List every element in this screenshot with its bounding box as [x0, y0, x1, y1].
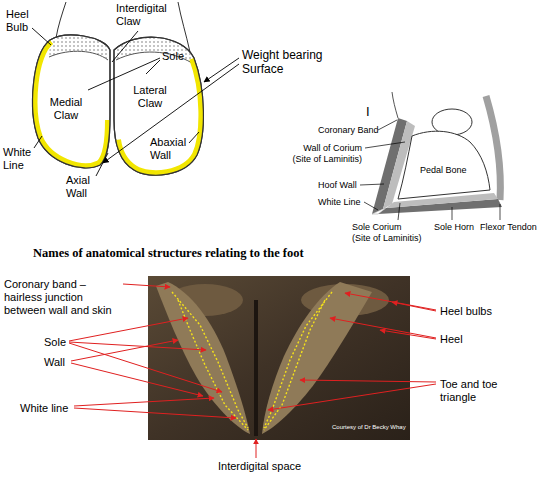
medial-claw-outline	[33, 35, 110, 168]
part-label: Sole	[44, 336, 66, 349]
region-label: Pedal Bone	[420, 165, 467, 176]
stray-mark: I	[366, 104, 370, 120]
pointer-arrow	[256, 439, 257, 458]
marking-line	[178, 300, 248, 430]
leader-line	[500, 204, 501, 220]
part-label: Sole Corium (Site of Laminitis)	[352, 222, 422, 244]
pointer-arrow	[69, 343, 222, 392]
leader-line	[365, 142, 405, 148]
leader-lines	[32, 28, 239, 176]
interdigital-gap	[254, 300, 258, 436]
leader-line	[398, 203, 400, 220]
photo-arrows	[69, 284, 436, 458]
region-label: Lateral Claw	[128, 84, 172, 110]
pointer-arrow	[330, 318, 436, 338]
pointer-arrow	[392, 302, 436, 311]
hoof-section	[372, 92, 502, 214]
pointer-arrow	[71, 340, 178, 361]
part-label: Heel	[440, 333, 463, 346]
part-label: Toe and toe triangle	[440, 378, 510, 404]
leader-line	[360, 184, 384, 185]
leader-line	[189, 132, 199, 143]
pointer-arrow	[74, 398, 214, 406]
skin-outline	[392, 92, 398, 118]
part-label: Axial Wall	[66, 174, 100, 200]
marking-line	[264, 292, 332, 428]
pointer-arrow	[123, 284, 170, 287]
part-label: Heel bulbs	[440, 305, 492, 318]
part-label: Wall	[44, 356, 65, 369]
marking-line	[264, 300, 325, 430]
part-label: Wall of Corium (Site of Laminitis)	[286, 143, 362, 165]
part-label: Sole	[162, 50, 184, 63]
leader-line	[452, 207, 453, 220]
part-label: White Line	[318, 197, 361, 208]
region-label: Medial Claw	[44, 96, 88, 122]
heel-bulb-line	[49, 51, 108, 60]
lateral-claw-outline	[114, 37, 203, 175]
medial-claw-outline	[33, 35, 110, 168]
part-label: Interdigital Claw	[116, 2, 176, 28]
pointer-arrow	[204, 58, 239, 82]
lateral-claw-outline	[114, 37, 203, 175]
claw-drawing	[33, 2, 204, 175]
part-label: Interdigital space	[218, 460, 301, 473]
claw-photo	[156, 282, 250, 434]
white-line-shape	[372, 208, 386, 214]
leader-line	[96, 153, 108, 176]
part-label: Abaxial Wall	[150, 136, 192, 162]
pointer-arrow	[69, 342, 206, 350]
part-label: Flexor Tendon	[480, 222, 537, 233]
leader-line	[378, 120, 397, 130]
pointer-arrow	[345, 293, 436, 310]
leg-outline	[56, 2, 66, 38]
weight-bearing-band	[116, 58, 203, 175]
leader-line	[34, 136, 42, 148]
part-label: Sole Horn	[434, 222, 474, 233]
heel-stipple	[49, 35, 110, 60]
pedal-bone-shape	[398, 131, 490, 199]
pointer-arrow	[103, 64, 239, 163]
marking-lines	[172, 292, 332, 430]
part-label: White line	[20, 402, 68, 415]
leader-line	[32, 28, 51, 45]
leader-line	[112, 31, 138, 62]
pointer-arrow	[71, 363, 203, 396]
part-label: Heel Bulb	[6, 8, 38, 34]
leader-lines	[360, 120, 500, 220]
leader-line	[364, 202, 378, 210]
part-label: Hoof Wall	[318, 180, 357, 191]
pointer-arrow	[300, 380, 436, 382]
callout-label: Weight bearing Surface	[242, 48, 332, 77]
pointer-arrow	[69, 318, 188, 341]
pointer-arrow	[380, 330, 436, 339]
part-label: White Line	[3, 146, 37, 172]
claw-photo	[262, 282, 372, 434]
figure-title: Names of anatomical structures relating …	[33, 246, 304, 261]
part-label: Coronary Band	[318, 125, 379, 136]
pointer-arrow	[268, 384, 436, 410]
part-label: Coronary band – hairless junction betwee…	[4, 278, 116, 318]
leader-line	[146, 60, 160, 74]
pointer-arrow	[74, 408, 236, 418]
photo-credit: Courtesy of Dr Becky Whay	[332, 424, 406, 431]
